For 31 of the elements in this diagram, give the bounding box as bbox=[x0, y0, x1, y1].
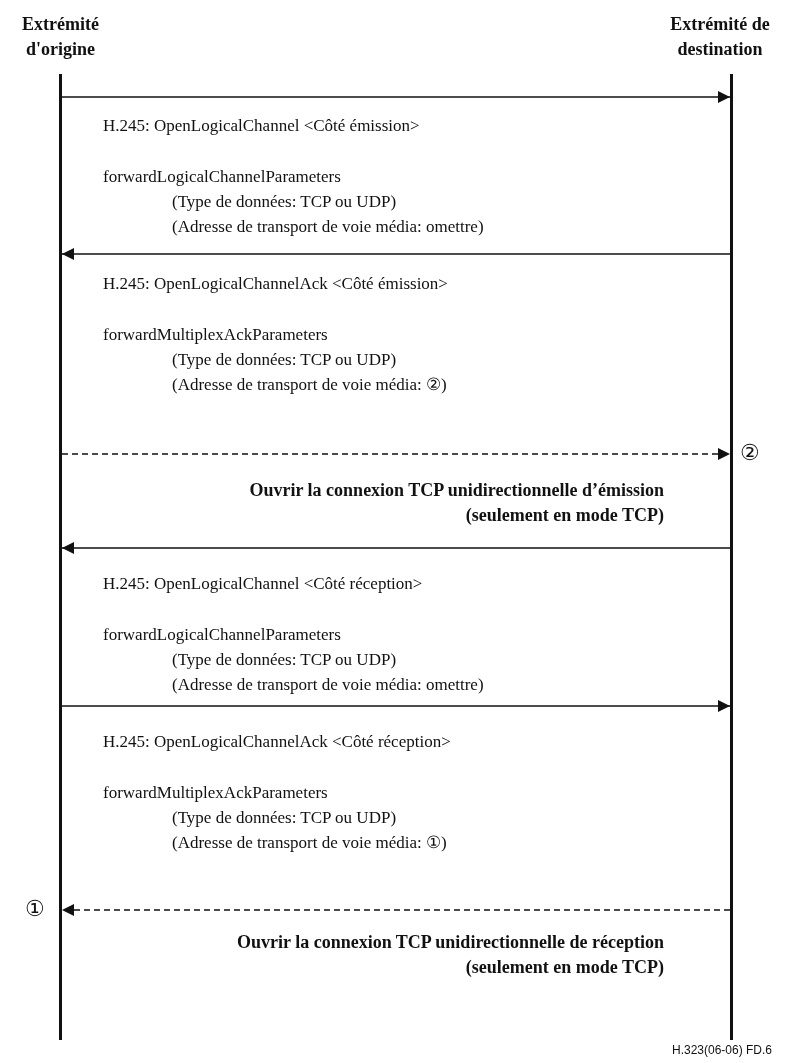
message-label: H.245: OpenLogicalChannelAck <Côté réception> bbox=[103, 732, 451, 752]
parameter-text: (Adresse de transport de voie média: omettre) bbox=[172, 217, 484, 237]
message-label: (Type de données: TCP ou UDP) bbox=[172, 192, 397, 212]
parameter-text: (Adresse de transport de voie média: ①) bbox=[172, 833, 447, 853]
message-label: (Type de données: TCP ou UDP) bbox=[172, 350, 397, 370]
message-arrow bbox=[61, 91, 731, 103]
message-arrow bbox=[61, 700, 731, 712]
parameter-text: forwardMultiplexAckParameters bbox=[103, 783, 328, 803]
parameter-text: forwardLogicalChannelParameters bbox=[103, 625, 341, 645]
parameter-text: (Adresse de transport de voie média: ②) bbox=[172, 375, 447, 395]
callout-number: ① bbox=[25, 899, 45, 919]
figure-id: H.323(06-06) FD.6 bbox=[672, 1042, 773, 1059]
message-arrow bbox=[61, 448, 731, 460]
message-label: H.245: OpenLogicalChannel <Côté émission> bbox=[103, 116, 420, 136]
lifeline bbox=[730, 74, 733, 1040]
message-arrow bbox=[61, 542, 731, 554]
lifeline bbox=[59, 74, 62, 1040]
callout-number: ② bbox=[740, 443, 760, 463]
message-arrow bbox=[61, 904, 731, 916]
parameter-text: forwardLogicalChannelParameters bbox=[103, 167, 341, 187]
message-label: H.245: OpenLogicalChannelAck <Côté émission> bbox=[103, 274, 448, 294]
parameter-text: forwardMultiplexAckParameters bbox=[103, 325, 328, 345]
message-label: (Type de données: TCP ou UDP) bbox=[172, 808, 397, 828]
message-arrow bbox=[61, 248, 731, 260]
message-label: H.245: OpenLogicalChannel <Côté réception> bbox=[103, 574, 423, 594]
lifeline-header: Extrémité de destination bbox=[669, 13, 771, 61]
note-text: Ouvrir la connexion TCP unidirectionnelle d’émission (seulement en mode TCP) bbox=[248, 479, 664, 527]
message-label: (Type de données: TCP ou UDP) bbox=[172, 650, 397, 670]
lifeline-header: Extrémité d'origine bbox=[21, 13, 100, 61]
parameter-text: (Adresse de transport de voie média: omettre) bbox=[172, 675, 484, 695]
note-text: Ouvrir la connexion TCP unidirectionnelle de réception (seulement en mode TCP) bbox=[236, 931, 664, 979]
